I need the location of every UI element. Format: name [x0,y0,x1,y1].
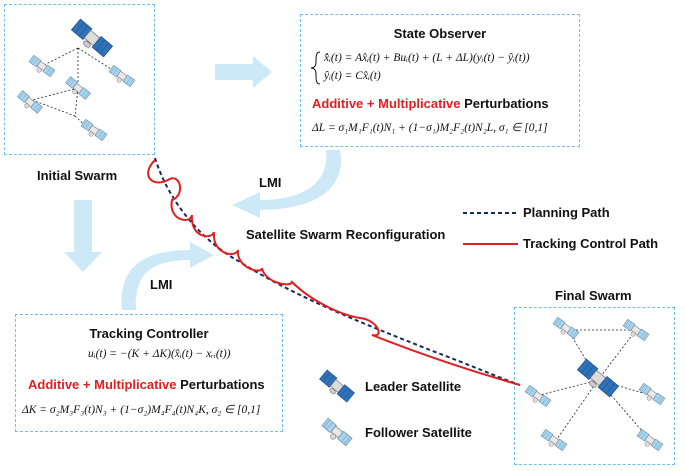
legend-planning-label: Planning Path [523,205,610,220]
follower-satellite-icon [522,384,552,410]
follower-satellite-icon [106,64,136,90]
final-swarm-label: Final Swarm [555,288,632,303]
controller-perturbations: Additive + Multiplicative Perturbations [28,377,265,392]
flow-arrows [64,56,341,310]
follower-satellite-icon [634,428,664,454]
follower-satellite-icon [26,54,56,80]
observer-equation-2: ŷᵢ(t) = Cx̂ᵢ(t) [324,70,381,82]
tracking-controller-title: Tracking Controller [89,326,209,341]
observer-equation-1: x̂̇ᵢ(t) = Ax̂ᵢ(t) + Buᵢ(t) + (L + ΔL)(yᵢ… [324,52,530,64]
lmi-arrow-lower [121,242,214,310]
initial-swarm-label: Initial Swarm [37,168,118,183]
plus-text: + [79,377,95,392]
plus-text: + [363,96,379,111]
initial-swarm-links [31,47,123,133]
lmi-label-lower: LMI [150,277,173,292]
follower-satellite-icon [63,76,91,103]
arrow-to-observer [215,56,272,88]
multiplicative-text: Multiplicative [378,96,461,111]
follower-legend-icon [319,417,353,450]
additive-text: Additive [28,377,80,392]
follower-satellite-icon [15,90,43,117]
follower-satellite-icon [550,316,580,342]
multiplicative-text: Multiplicative [94,377,177,392]
leader-satellite-label: Leader Satellite [365,379,462,394]
follower-satellite-icon [620,318,650,344]
tracking-controller-box [15,314,283,432]
observer-brace [310,51,321,85]
perturbations-text: Perturbations [460,96,549,111]
tracking-control-path [147,159,521,386]
observer-perturbations: Additive + Multiplicative Perturbations [312,96,549,111]
follower-satellite-icon [78,118,108,144]
controller-equation-2: ΔK = σ₂M₃F₃(t)N₃ + (1−σ₂)M₄F₄(t)N₄K, σ₂ … [22,404,261,416]
leader-satellite-icon [574,358,619,400]
observer-equation-3: ΔL = σ₁M₁F₁(t)N₁ + (1−σ₁)M₂F₂(t)N₂L, σ₁ … [312,122,548,134]
legend-tracking-label: Tracking Control Path [523,236,659,251]
additive-text: Additive [312,96,364,111]
follower-satellite-icon [538,428,568,454]
lmi-label-upper: LMI [259,175,282,190]
controller-equation-1: uᵢ(t) = −(K + ΔK)(x̂ᵢ(t) − xᵣᵢ(t)) [88,348,231,360]
follower-satellite-label: Follower Satellite [365,425,472,440]
final-swarm-satellites [522,316,666,454]
leader-legend-icon [317,369,355,405]
arrow-to-controller [64,200,102,272]
center-reconfiguration-label: Satellite Swarm Reconfiguration [246,227,446,242]
leader-satellite-icon [68,18,113,60]
initial-swarm-satellites [15,18,136,144]
perturbations-text: Perturbations [176,377,265,392]
state-observer-title: State Observer [393,26,487,41]
lmi-arrow-upper [232,150,341,218]
follower-satellite-icon [636,382,666,408]
state-observer-box [300,14,580,147]
